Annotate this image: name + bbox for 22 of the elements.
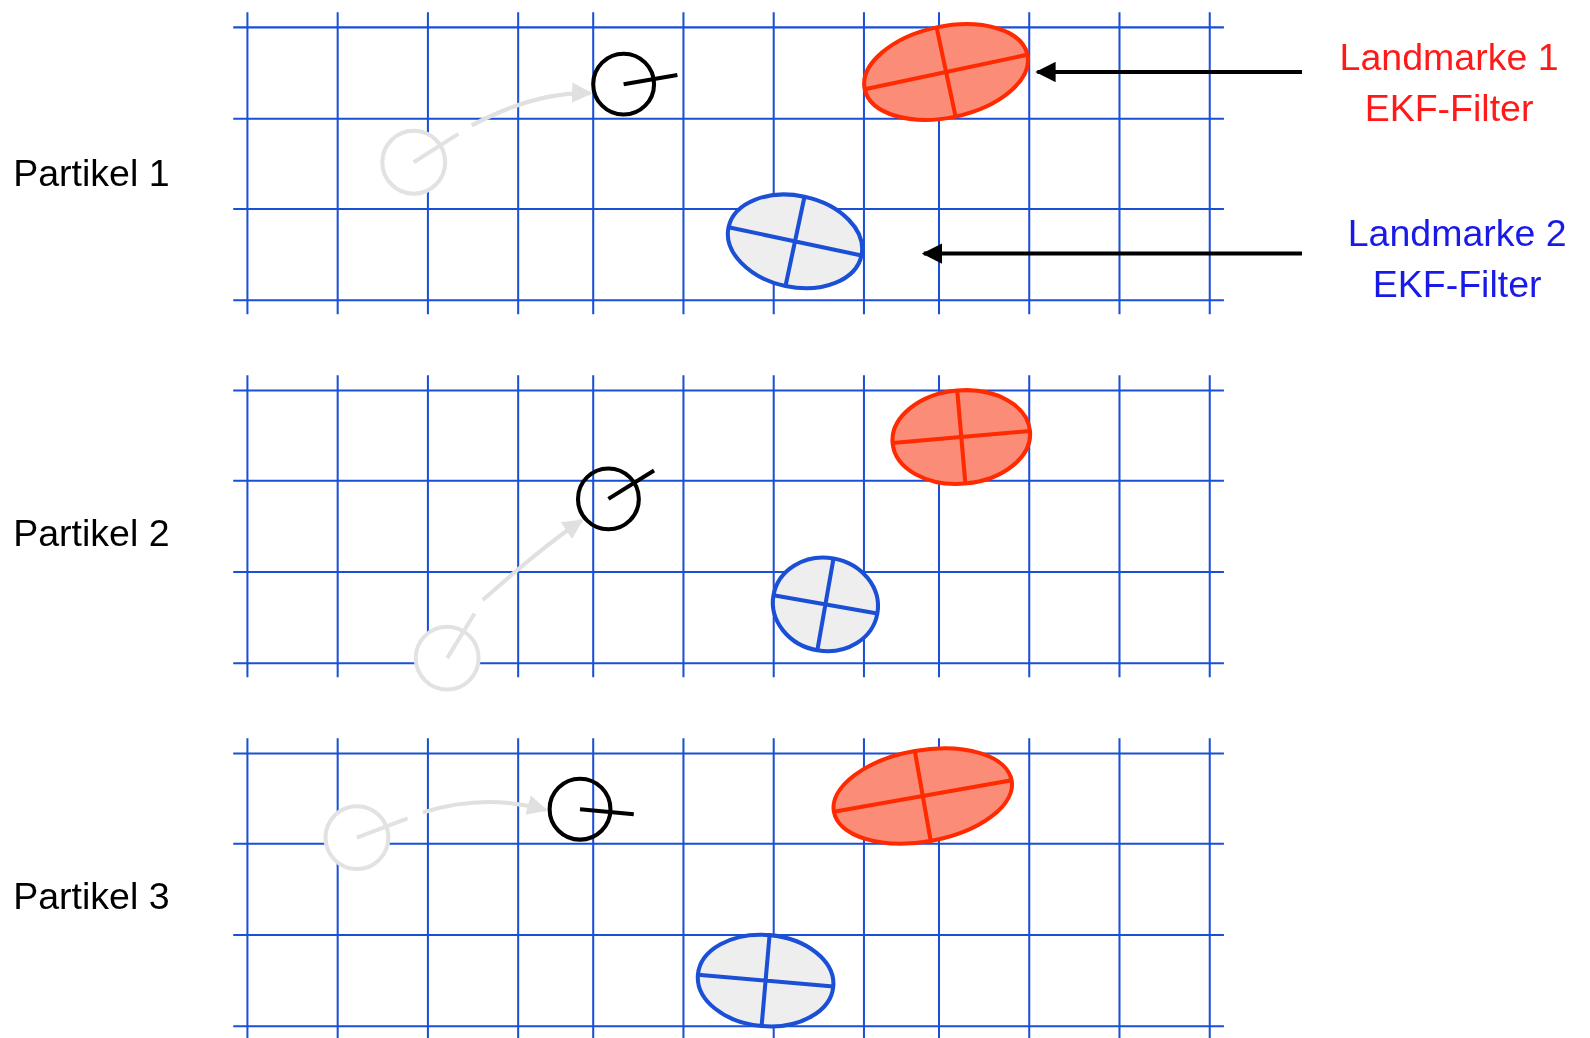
landmark-ellipse [770,555,880,654]
robot-pose-circle [591,51,678,117]
motion-arrow [422,795,548,816]
landmark-label: Landmarke 1 EKF-Filter [1302,32,1590,134]
robot-pose-circle [575,466,656,532]
robot-pose-circle [547,776,634,842]
particle-label: Partikel 2 [13,511,170,556]
leader-arrow [921,243,1302,264]
landmark-ellipse [831,746,1014,846]
particle-label: Partikel 1 [13,151,170,196]
previous-pose-circle [413,612,481,692]
landmark-ellipse [890,388,1032,486]
landmark-ellipse [725,192,865,291]
previous-pose-circle [380,128,460,196]
landmark-ellipse [862,22,1030,122]
previous-pose-circle [323,804,409,872]
leader-arrow [1035,61,1302,83]
motion-arrow [470,82,593,128]
landmark-ellipse [695,932,836,1029]
landmark-label: Landmarke 2 EKF-Filter [1302,208,1590,311]
motion-arrow [481,518,584,602]
particle-label: Partikel 3 [13,874,170,919]
